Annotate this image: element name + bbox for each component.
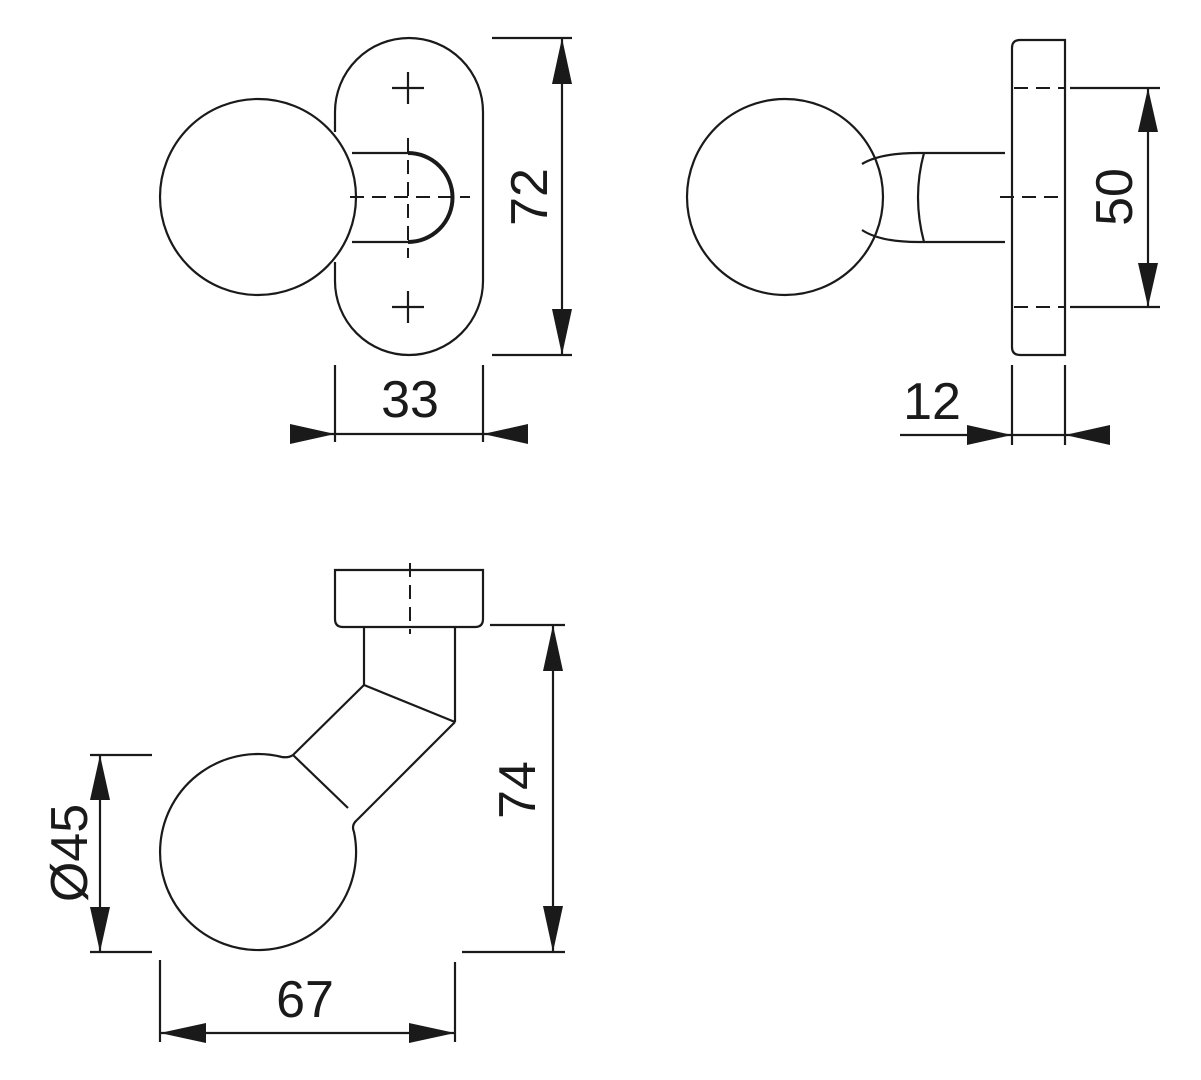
arrow-up [543, 625, 563, 671]
stem-right [356, 721, 456, 821]
arrow-down [90, 907, 110, 952]
dim-label-50: 50 [1086, 168, 1144, 226]
top-knob-ball [158, 752, 358, 952]
arrow-left [160, 1023, 206, 1043]
top-rose [333, 568, 485, 629]
front-knob-ball [158, 97, 358, 297]
dim-label-diameter: Ø45 [41, 804, 99, 902]
front-view: 72 33 [158, 36, 572, 444]
arrow-right [967, 425, 1012, 445]
stem-left [292, 684, 365, 756]
front-rose-outline [333, 36, 485, 357]
arrow-right [290, 424, 335, 444]
arrow-left [1065, 425, 1110, 445]
neck-bend [363, 683, 456, 724]
neck-bottom [861, 229, 1005, 244]
arrow-down [543, 906, 563, 952]
side-knob-ball [685, 97, 885, 297]
arrow-up [1138, 88, 1158, 132]
neck-u-arc [407, 151, 455, 244]
top-view: Ø45 74 67 [41, 563, 565, 1043]
side-rose [1010, 38, 1067, 357]
screw-mark-bottom [392, 291, 424, 323]
dim-label-74: 74 [489, 761, 547, 819]
dim-label-72: 72 [501, 168, 559, 226]
collar-line [916, 152, 926, 243]
arrow-down [1138, 263, 1158, 307]
arrow-down [552, 309, 572, 355]
dim-label-67: 67 [276, 971, 334, 1029]
stem-joint [292, 754, 349, 809]
dim-label-33: 33 [381, 371, 439, 429]
screw-mark-top [392, 72, 424, 104]
arrow-left [483, 424, 528, 444]
arrow-up [552, 38, 572, 84]
arrow-right [409, 1023, 455, 1043]
dim-label-12: 12 [903, 373, 961, 431]
arrow-up [90, 755, 110, 800]
side-view: 50 12 [685, 38, 1160, 445]
neck-top [861, 151, 1005, 165]
